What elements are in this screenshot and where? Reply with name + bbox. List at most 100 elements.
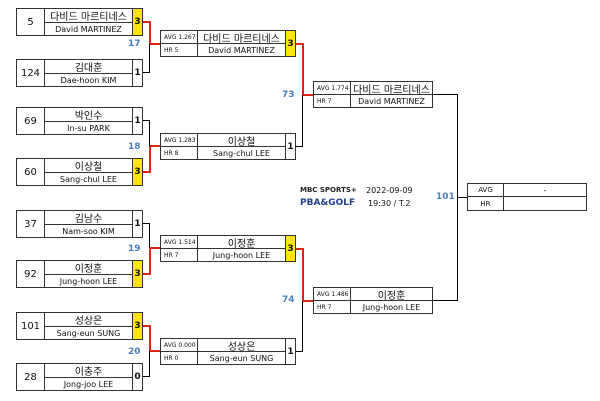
seed-number: 92 [17, 261, 45, 287]
average-stat: AVG 1.267 [161, 31, 198, 44]
match-number: 20 [128, 347, 141, 357]
winner-connector [149, 146, 151, 173]
winner-connector [149, 248, 151, 275]
average-stat: AVG 1.514 [161, 236, 198, 249]
player-name-english: Sang-eun SUNG [209, 353, 274, 363]
match-box[interactable]: AVG 1.514 HR 7 이정훈 Jung-hoon LEE 3 [160, 235, 296, 262]
player-name-english: In-su PARK [67, 123, 110, 133]
player-name-english: Jong-joo LEE [63, 379, 114, 389]
winner-connector [303, 94, 313, 96]
player-name-english: Sang-chul LEE [60, 174, 117, 184]
player-box[interactable]: 92 이정훈 Jung-hoon LEE 3 [16, 260, 143, 288]
set-score: 1 [132, 211, 142, 237]
player-name-korean: 김대훈 [45, 60, 132, 74]
match-number: 74 [282, 295, 295, 305]
high-run-stat: HR 0 [161, 352, 198, 364]
match-number: 19 [128, 244, 141, 254]
winner-connector [296, 43, 303, 45]
player-name-english: David MARTINEZ [358, 96, 425, 106]
player-box[interactable]: 60 이상철 Sang-chul LEE 3 [16, 158, 143, 186]
player-box[interactable]: 5 다비드 마르티네스 David MARTINEZ 3 [16, 8, 143, 36]
seed-number: 28 [17, 364, 45, 390]
winner-connector [302, 43, 304, 95]
set-score: 3 [132, 261, 142, 287]
bracket-connector [433, 300, 458, 301]
winner-connector [303, 300, 313, 302]
player-name-english: David MARTINEZ [55, 24, 122, 34]
bracket-connector [143, 223, 150, 224]
winner-connector [150, 247, 160, 249]
winner-connector [150, 43, 160, 45]
winner-connector [143, 21, 150, 23]
match-number: 18 [128, 142, 141, 152]
player-name-korean: 이상철 [198, 134, 285, 148]
set-score: 1 [285, 339, 295, 364]
player-box[interactable]: 124 김대훈 Dae-hoon KIM 1 [16, 59, 143, 87]
winner-connector [302, 248, 304, 301]
set-score: 1 [285, 134, 295, 159]
player-box[interactable]: 37 김남수 Nam-soo KIM 1 [16, 210, 143, 238]
player-name-korean: 이정훈 [351, 288, 432, 302]
player-name-korean: 성상은 [198, 339, 285, 353]
bracket-connector [149, 120, 150, 147]
bracket-connector [296, 351, 303, 352]
set-score: 0 [132, 364, 142, 390]
player-box[interactable]: 101 성상은 Sang-eun SUNG 3 [16, 312, 143, 340]
player-name-english: Nam-soo KIM [62, 226, 115, 236]
semifinal-box[interactable]: AVG 1.486 HR 7 이정훈 Jung-hoon LEE [313, 287, 433, 314]
average-stat: AVG 0.000 [161, 339, 198, 352]
match-number: 17 [128, 39, 141, 49]
seed-number: 124 [17, 60, 45, 86]
average-value: - [504, 184, 586, 197]
player-name-korean: 다비드 마르티네스 [45, 9, 132, 23]
bracket-connector [149, 44, 150, 73]
set-score: 3 [132, 313, 142, 339]
player-name-english: Jung-hoon LEE [212, 250, 271, 260]
winner-connector [150, 350, 160, 352]
winner-connector [296, 248, 303, 250]
set-score: 3 [285, 236, 295, 261]
set-score: 1 [132, 108, 142, 134]
average-stat: AVG 1.283 [161, 134, 198, 147]
high-run-value [504, 197, 586, 210]
player-name-korean: 김남수 [45, 211, 132, 225]
player-name-korean: 이정훈 [45, 261, 132, 275]
bracket-connector [149, 223, 150, 249]
winner-connector [149, 325, 151, 351]
match-box[interactable]: AVG 0.000 HR 0 성상은 Sang-eun SUNG 1 [160, 338, 296, 365]
seed-number: 60 [17, 159, 45, 185]
player-box[interactable]: 28 이충주 Jong-joo LEE 0 [16, 363, 143, 391]
winner-connector [149, 21, 151, 44]
player-box[interactable]: 69 박인수 In-su PARK 1 [16, 107, 143, 135]
pba-golf-logo: PBA&GOLF [300, 198, 356, 208]
player-name-korean: 다비드 마르티네스 [351, 82, 432, 96]
winner-connector [150, 145, 160, 147]
set-score: 3 [285, 31, 295, 56]
match-box[interactable]: AVG 1.267 HR 5 다비드 마르티네스 David MARTINEZ … [160, 30, 296, 57]
average-stat: AVG 1.774 [314, 82, 351, 95]
winner-connector [143, 325, 150, 327]
match-time-table: 19:30 / T.2 [368, 199, 411, 208]
player-name-english: Jung-hoon LEE [59, 276, 118, 286]
player-name-korean: 박인수 [45, 108, 132, 122]
bracket-connector [302, 95, 303, 147]
average-stat: AVG 1.486 [314, 288, 351, 301]
high-run-stat: HR 7 [314, 95, 351, 107]
bracket-connector [457, 197, 467, 198]
bracket-connector [296, 146, 303, 147]
player-name-korean: 다비드 마르티네스 [198, 31, 285, 45]
bracket-connector [143, 120, 150, 121]
high-run-stat: HR 8 [161, 147, 198, 159]
match-date: 2022-09-09 [366, 186, 413, 195]
match-box[interactable]: AVG 1.283 HR 8 이상철 Sang-chul LEE 1 [160, 133, 296, 160]
final-result-box[interactable]: AVG - HR [467, 183, 587, 211]
player-name-korean: 이충주 [45, 364, 132, 378]
seed-number: 69 [17, 108, 45, 134]
bracket-connector [143, 376, 150, 377]
winner-connector [143, 273, 150, 275]
high-run-stat: HR 7 [314, 301, 351, 313]
semifinal-box[interactable]: AVG 1.774 HR 7 다비드 마르티네스 David MARTINEZ [313, 81, 433, 108]
player-name-english: David MARTINEZ [208, 45, 275, 55]
seed-number: 5 [17, 9, 45, 35]
